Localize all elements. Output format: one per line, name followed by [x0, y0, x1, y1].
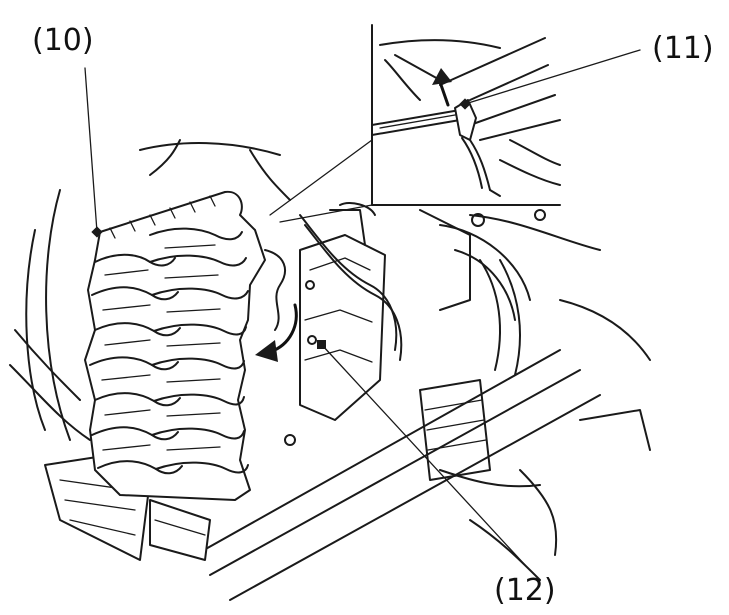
rotation-arrowhead-icon [255, 340, 278, 362]
callout-label-10: (10) [32, 23, 94, 58]
callout-leaders [84, 49, 641, 566]
callout-label-11: (11) [652, 31, 714, 66]
upward-arrowhead-icon [432, 68, 452, 85]
leader-line-10 [84, 67, 98, 233]
callout-label-12: (12) [494, 573, 556, 608]
callout-labels: (10) (11) (12) [32, 23, 714, 608]
marker-12 [317, 340, 326, 349]
upward-arrow [438, 80, 450, 107]
leader-line-11 [464, 49, 641, 105]
inset-detail-view [269, 24, 672, 223]
air-guide-part-10 [84, 190, 298, 501]
leader-line-12 [321, 344, 526, 566]
